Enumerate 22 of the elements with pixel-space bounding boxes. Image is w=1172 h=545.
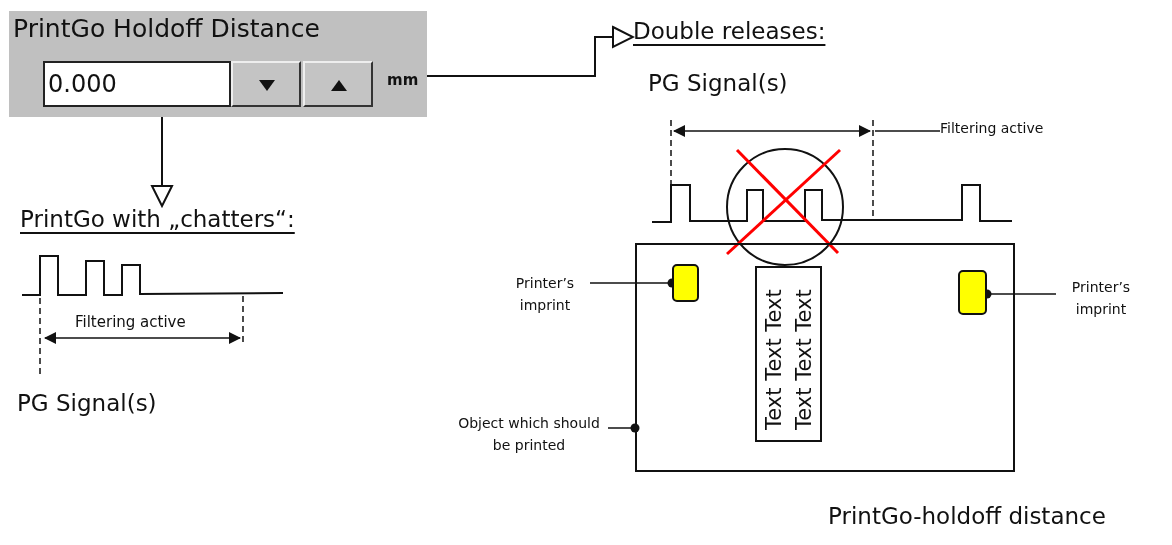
caption: PrintGo-holdoff distance — [828, 503, 1106, 529]
panel-title: PrintGo Holdoff Distance — [13, 14, 320, 43]
callout-text: Printer’s imprint — [500, 272, 590, 316]
callout-text: Printer’s imprint — [1056, 276, 1146, 320]
imprint-mark — [672, 264, 699, 302]
text-block: Text Text Text Text Text Text — [755, 266, 822, 442]
unit-label: mm — [387, 71, 419, 89]
dimension-label: Filtering active — [75, 313, 186, 331]
signal-label: PG Signal(s) — [17, 390, 157, 416]
imprint-mark — [958, 270, 987, 315]
arrow — [151, 116, 173, 207]
section-heading: PrintGo with „chatters“: — [20, 206, 295, 232]
leader-line — [874, 130, 941, 132]
callout-text: Filtering active — [940, 120, 1044, 136]
section-heading: Double releases: — [633, 18, 826, 44]
number-field: 0.000 — [43, 61, 231, 107]
leader-line — [607, 423, 640, 433]
settings-panel — [9, 11, 427, 117]
arrow — [426, 26, 634, 77]
signal-label: PG Signal(s) — [648, 70, 788, 96]
object-outline — [635, 243, 1015, 472]
callout-text: Object which should be printed — [450, 412, 608, 456]
